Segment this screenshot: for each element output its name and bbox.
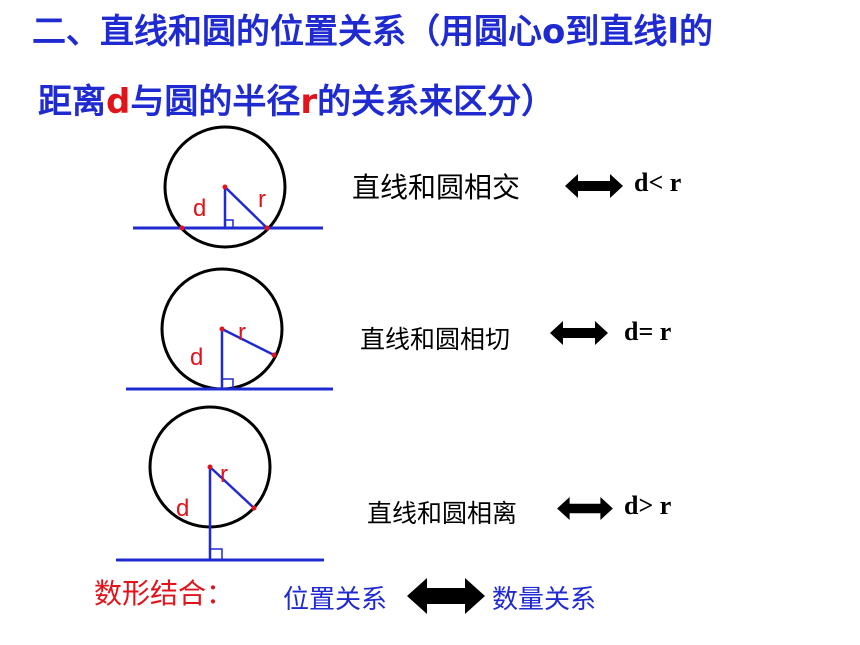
intersection-point-right	[264, 225, 270, 231]
relation-intersect: 直线和圆相交	[352, 171, 521, 204]
figure-separate: d r	[116, 405, 324, 562]
summary-quantity-relation: 数量关系	[492, 585, 597, 615]
label-d-separate: d	[176, 495, 189, 522]
summary-position-relation: 位置关系	[283, 585, 388, 615]
figure-intersect: d r	[133, 125, 323, 249]
title-symbol-r: r	[300, 82, 318, 122]
center-point-tangent	[219, 326, 225, 332]
circle-point-tangent	[271, 352, 277, 358]
segment-r-separate	[209, 466, 255, 509]
summary-label: 数形结合：	[94, 577, 235, 610]
intersection-point-left	[179, 225, 185, 231]
center-point-intersect	[222, 184, 228, 190]
double-arrow-icon	[557, 496, 613, 521]
segment-r-tangent	[221, 327, 275, 357]
double-arrow-icon	[565, 174, 623, 198]
relation-separate: 直线和圆相离	[367, 499, 518, 528]
double-arrow-icon	[550, 321, 608, 345]
title-text-radius: 与圆的半径	[130, 82, 301, 122]
relation-tangent: 直线和圆相切	[360, 325, 511, 354]
double-arrow-large-icon	[407, 578, 485, 614]
center-point-separate	[207, 464, 213, 470]
title-line-2: 距离d与圆的半径r的关系来区分）	[38, 74, 555, 123]
title-text-end: 的关系来区分）	[317, 82, 556, 122]
label-d-tangent: d	[190, 344, 203, 371]
title-line-1: 二、直线和圆的位置关系（用圆心o到直线l的	[32, 12, 714, 52]
title-text-distance: 距离	[38, 82, 106, 122]
right-angle-tangent	[222, 378, 234, 389]
condition-tangent: d= r	[624, 317, 672, 346]
condition-intersect: d< r	[634, 168, 682, 197]
label-r-intersect: r	[258, 186, 266, 213]
figure-tangent: d r	[126, 267, 333, 391]
circle-point-separate	[251, 505, 257, 511]
segment-r-intersect	[224, 186, 268, 229]
right-angle-intersect	[225, 219, 234, 228]
title-symbol-d: d	[106, 82, 131, 122]
condition-separate: d> r	[624, 491, 672, 520]
label-d-intersect: d	[193, 195, 206, 222]
right-angle-separate	[210, 548, 223, 560]
circle-intersect	[163, 125, 287, 249]
label-r-tangent: r	[238, 319, 246, 346]
label-r-separate: r	[220, 461, 228, 488]
